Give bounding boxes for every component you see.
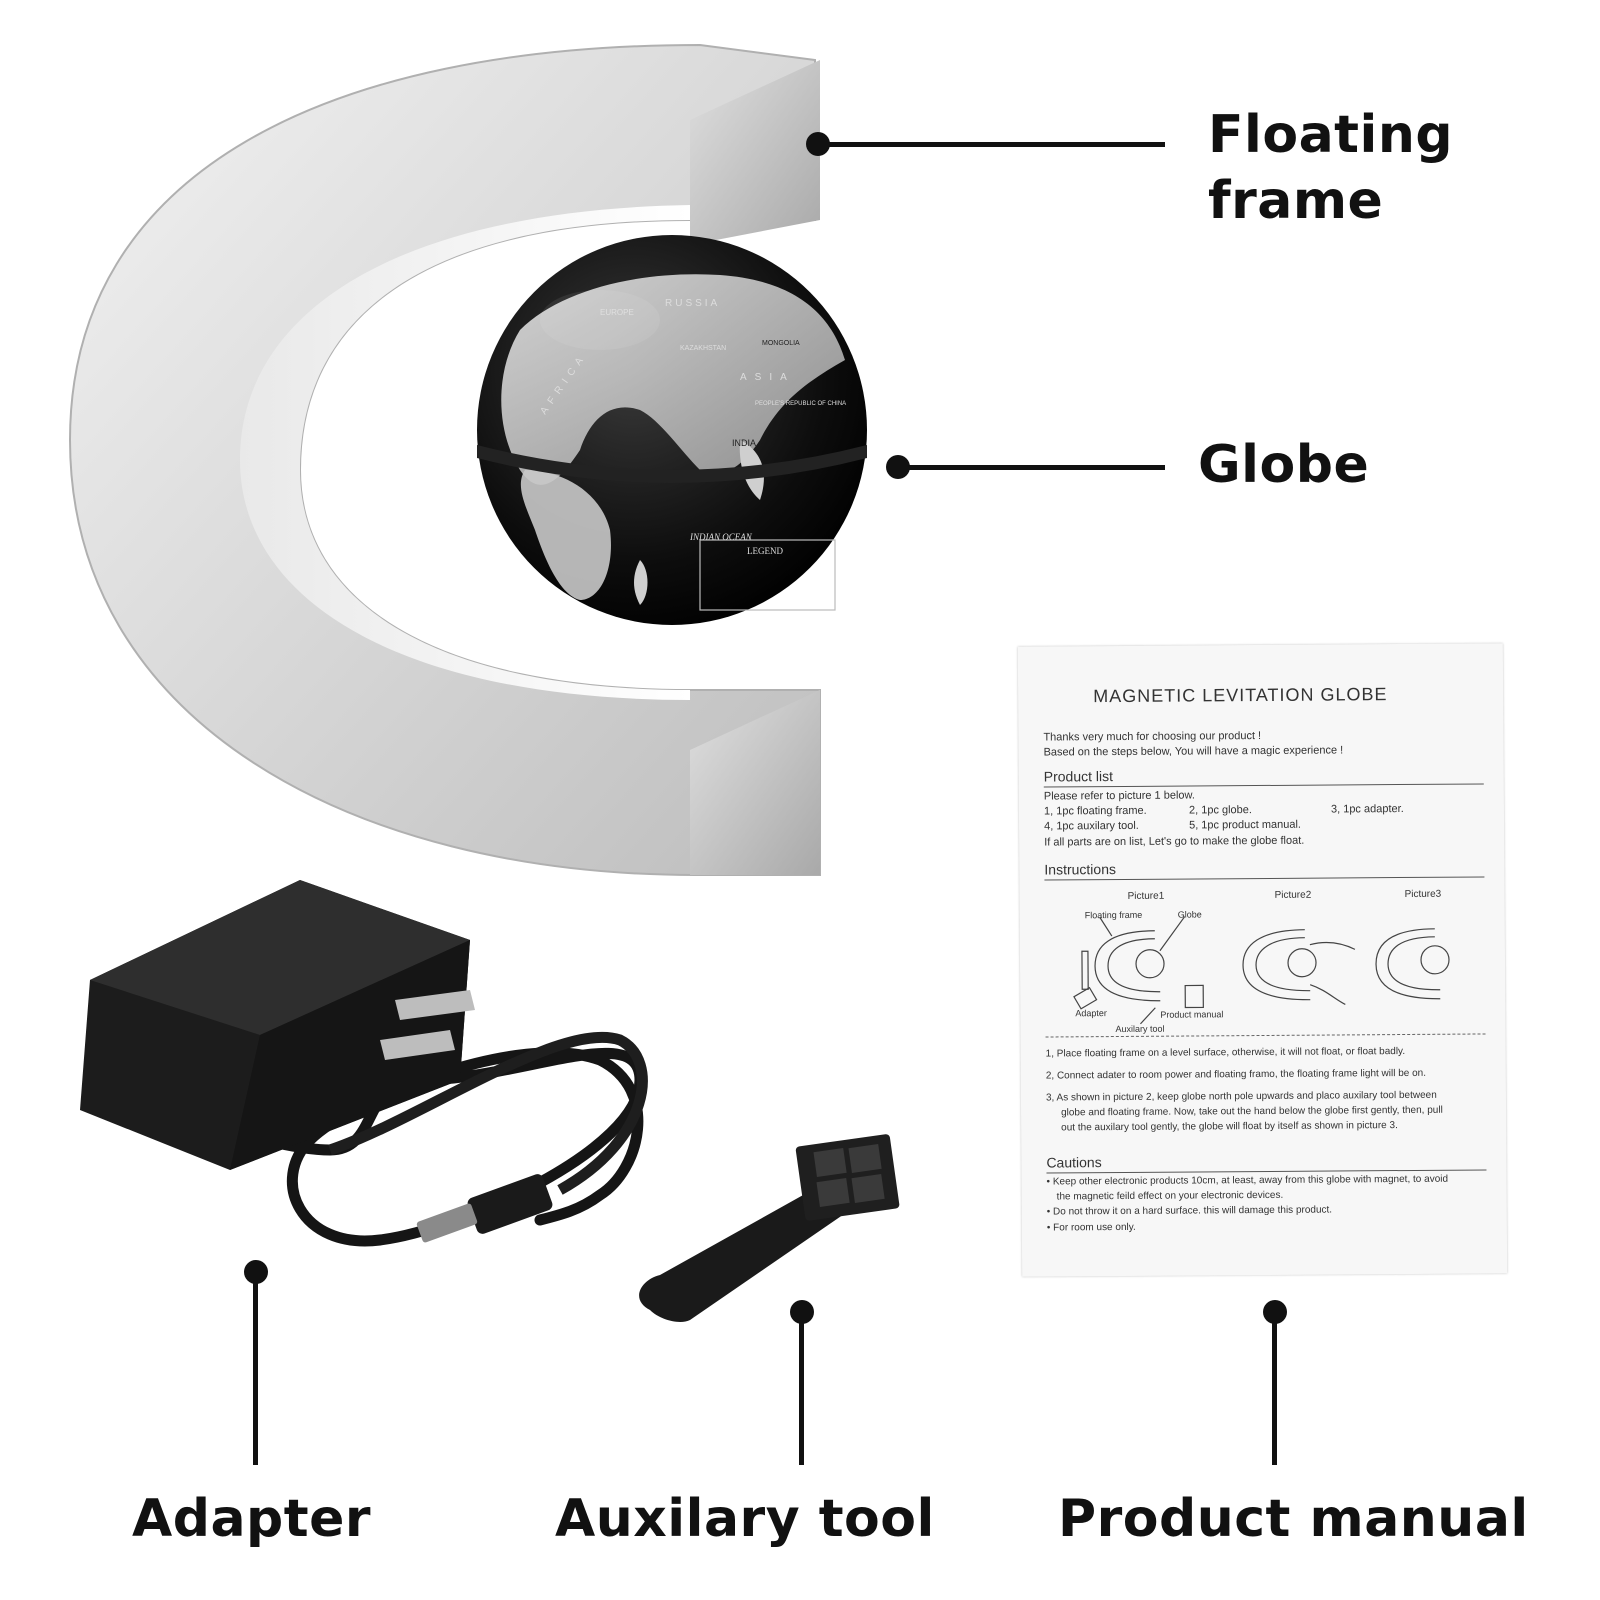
auxilary-tool	[639, 1134, 900, 1322]
floating-frame-pointer-line	[815, 142, 1165, 147]
product-manual-sheet: MAGNETIC LEVITATION GLOBE Thanks very mu…	[1017, 643, 1508, 1277]
product-manual-pointer-line	[1272, 1310, 1277, 1465]
floating-frame	[68, 43, 821, 876]
product-manual-callout: Product manual	[1058, 1489, 1529, 1549]
manual-caution-1b: the magnetic feild effect on your electr…	[1056, 1189, 1284, 1203]
manual-caution-3: • For room use only.	[1046, 1221, 1136, 1234]
globe-label-europe: EUROPE	[600, 308, 634, 317]
globe-label-kazakhstan: KAZAKHSTAN	[680, 345, 726, 352]
floating-frame-callout: Floating frame	[1208, 105, 1454, 231]
globe: LEGEND RUSSIA EUROPE KAZAKHSTAN MONGOLIA…	[477, 235, 867, 625]
manual-illustrations	[1073, 916, 1450, 1025]
globe-label-asia: ASIA	[740, 372, 795, 383]
globe-label-mongolia: MONGOLIA	[762, 340, 800, 347]
globe-legend-label: LEGEND	[747, 546, 783, 556]
manual-step-3c: out the auxilary tool gently, the globe …	[1061, 1120, 1398, 1134]
manual-caution-2: • Do not throw it on a hard surface. thi…	[1046, 1204, 1333, 1218]
manual-cautions-heading: Cautions	[1046, 1154, 1102, 1171]
auxilary-tool-pointer-line	[799, 1310, 804, 1465]
auxilary-tool-callout: Auxilary tool	[555, 1489, 935, 1549]
globe-label-russia: RUSSIA	[665, 298, 720, 309]
globe-pointer-line	[895, 465, 1165, 470]
power-adapter	[80, 880, 648, 1247]
globe-label-china: PEOPLE'S REPUBLIC OF CHINA	[755, 401, 846, 407]
manual-fig-product-manual: Product manual	[1160, 1009, 1224, 1020]
manual-fig-auxilary-tool: Auxilary tool	[1115, 1023, 1165, 1035]
adapter-callout: Adapter	[132, 1489, 372, 1549]
globe-callout: Globe	[1198, 435, 1370, 495]
manual-fig-adapter: Adapter	[1075, 1008, 1107, 1019]
adapter-pointer-line	[253, 1270, 258, 1465]
frame-bottom-end	[690, 690, 820, 875]
globe-label-indian-ocean: INDIAN OCEAN	[689, 532, 753, 542]
frame-top-end	[690, 60, 820, 245]
globe-label-india: INDIA	[732, 438, 756, 448]
